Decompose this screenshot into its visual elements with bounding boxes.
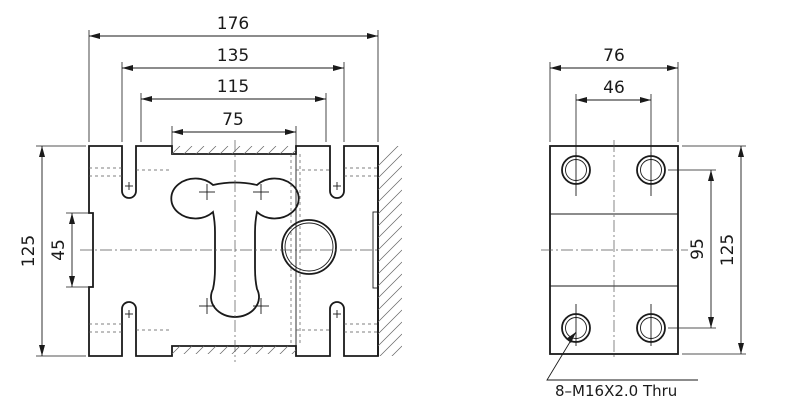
- arrow-icon: [333, 65, 344, 71]
- dim-label-slot-span: 135: [217, 46, 249, 66]
- arrow-icon: [39, 345, 45, 356]
- bolt-hole: [561, 152, 591, 196]
- bolt-hole: [636, 152, 666, 196]
- arrow-icon: [640, 97, 651, 103]
- arrow-icon: [122, 65, 133, 71]
- arrow-icon: [708, 317, 714, 328]
- dim-46: 46: [576, 78, 651, 103]
- dogbone-crosshairs: [199, 184, 269, 314]
- wall-hatch: [378, 146, 402, 356]
- gauge-circle: [281, 219, 337, 275]
- side-extension-lines: [549, 62, 746, 355]
- dim-label-slot-height: 45: [49, 239, 69, 261]
- dim-label-hole-spacing-x: 46: [603, 78, 625, 98]
- dim-label-inner-span: 115: [217, 77, 249, 97]
- arrow-icon: [172, 129, 183, 135]
- arrow-icon: [39, 146, 45, 157]
- arrow-icon: [69, 213, 75, 224]
- bolt-hole: [636, 304, 666, 346]
- arrow-icon: [667, 65, 678, 71]
- hole-note-label: 8–M16X2.0 Thru: [555, 382, 677, 400]
- arrow-icon: [738, 343, 744, 354]
- arrow-icon: [285, 129, 296, 135]
- dim-label-side-height: 125: [718, 234, 738, 266]
- arrow-icon: [141, 96, 152, 102]
- dim-75: 75: [172, 110, 296, 135]
- arrow-icon: [566, 332, 576, 343]
- hidden-threads: [89, 167, 378, 333]
- dim-76: 76: [550, 46, 678, 71]
- side-view: 76 46 95 125 8–M16X2.0 Thru: [541, 46, 746, 400]
- dim-label-hole-spacing-y: 95: [688, 238, 708, 260]
- dogbone-cutout: [170, 177, 300, 318]
- front-body-outline: [88, 145, 379, 357]
- dim-label-overall-width: 176: [217, 14, 249, 34]
- dim-135: 135: [122, 46, 344, 71]
- hole-callout: 8–M16X2.0 Thru: [546, 331, 698, 400]
- small-crosses: [125, 182, 341, 318]
- dim-label-side-width: 76: [603, 46, 625, 66]
- arrow-icon: [708, 170, 714, 181]
- dim-176: 176: [89, 14, 378, 39]
- front-extension-lines: [36, 30, 379, 357]
- bottom-strip-hatch: [172, 345, 296, 354]
- dim-45: 45: [49, 213, 75, 287]
- dim-label-center-span: 75: [222, 110, 244, 130]
- arrow-icon: [89, 33, 100, 39]
- top-strip-hatch: [172, 146, 296, 154]
- arrow-icon: [315, 96, 326, 102]
- front-view: 176 135 115 75 125: [19, 14, 402, 362]
- arrow-icon: [738, 146, 744, 157]
- bolt-hole: [561, 304, 591, 346]
- dim-label-front-height: 125: [19, 235, 39, 267]
- dim-125-side: 125: [718, 146, 744, 354]
- dim-125-front: 125: [19, 146, 45, 356]
- gauge-circle-inner: [284, 222, 334, 272]
- arrow-icon: [576, 97, 587, 103]
- arrow-icon: [367, 33, 378, 39]
- dim-115: 115: [141, 77, 326, 102]
- arrow-icon: [550, 65, 561, 71]
- dim-95: 95: [688, 170, 714, 328]
- arrow-icon: [69, 276, 75, 287]
